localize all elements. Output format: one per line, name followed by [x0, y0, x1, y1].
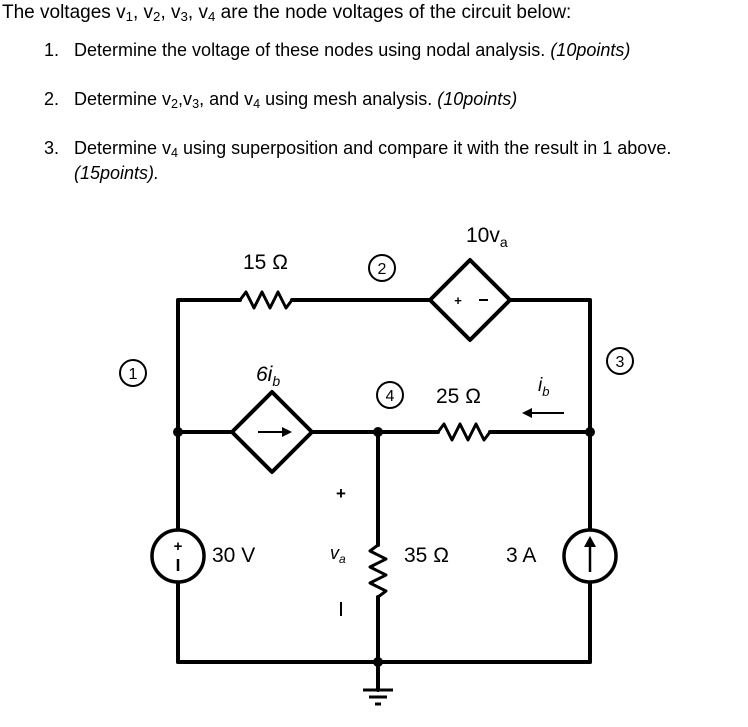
ib-arrow-icon	[522, 408, 564, 418]
resistor-25-ohm	[436, 422, 492, 442]
dep-voltage-plus: +	[454, 293, 462, 308]
resistor-35-ohm	[368, 543, 388, 599]
node-label-2: 2	[368, 254, 396, 282]
svg-text:2: 2	[378, 261, 387, 278]
node-label-3: 3	[606, 347, 634, 375]
current-source-label: 3 A	[506, 544, 536, 567]
resistor-15-label: 15 Ω	[243, 251, 288, 274]
ground-icon	[363, 688, 393, 706]
svg-text:4: 4	[386, 388, 395, 405]
dep-current-label: 6ib	[256, 363, 280, 389]
problem-intro: The voltages v1, v2, v3, v4 are the node…	[2, 2, 572, 24]
question-3: 3.Determine v4 using superposition and c…	[44, 138, 672, 160]
resistor-35-label: 35 Ω	[404, 544, 449, 567]
question-2: 2.Determine v2,v3, and v4 using mesh ana…	[44, 89, 518, 111]
node-label-1: 1	[119, 359, 147, 387]
node-label-4: 4	[376, 381, 404, 409]
va-label: va	[330, 543, 346, 566]
va-plus: +	[336, 484, 346, 503]
current-source-3a	[562, 528, 618, 584]
question-1: 1.Determine the voltage of these nodes u…	[44, 40, 631, 60]
resistor-25-label: 25 Ω	[436, 385, 481, 408]
svg-text:3: 3	[616, 354, 625, 371]
voltage-source-30v: +	[150, 528, 206, 584]
junction-dots	[173, 427, 595, 667]
dependent-voltage-source	[428, 258, 512, 342]
svg-text:1: 1	[129, 366, 138, 383]
svg-text:+: +	[174, 538, 183, 555]
dep-current-arrow-icon	[258, 427, 292, 437]
resistor-15-ohm	[238, 290, 294, 310]
voltage-source-label: 30 V	[212, 544, 255, 567]
circuit-wires	[176, 258, 592, 692]
question-3-points: (15points).	[74, 163, 160, 183]
ib-label: ib	[538, 375, 549, 399]
dep-voltage-label: 10va	[466, 224, 508, 250]
dependent-current-source	[230, 390, 314, 474]
